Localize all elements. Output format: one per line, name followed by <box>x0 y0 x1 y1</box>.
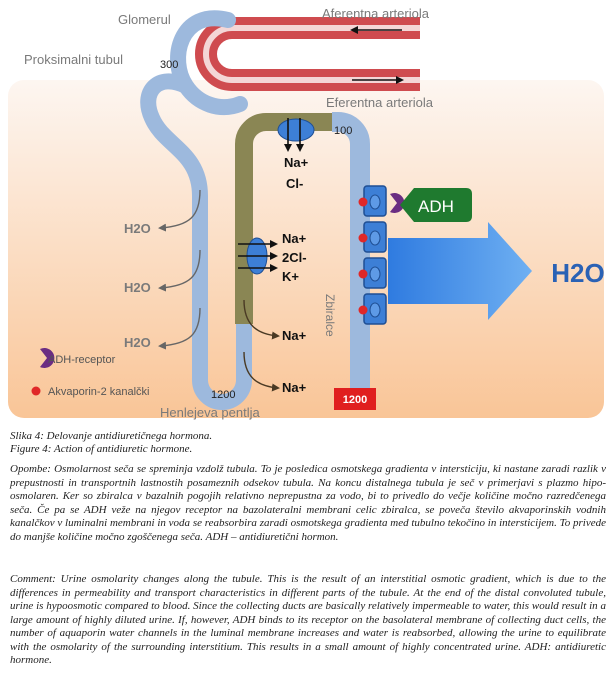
legend-aquaporin-icon <box>31 386 41 396</box>
note-english: Comment: Urine osmolarity changes along … <box>10 573 606 666</box>
water-reabsorption-arrow <box>388 222 532 320</box>
henlejeva-pentlja-label: Henlejeva pentlja <box>160 405 261 420</box>
aquaporin-dot <box>358 305 368 315</box>
h2o-label: H2O <box>124 280 151 295</box>
legend-aquaporin-label: Akvaporin-2 kanalčki <box>48 386 150 398</box>
aquaporin-pore <box>369 266 381 282</box>
arteriole <box>195 17 420 91</box>
osmolarity-box <box>334 388 376 410</box>
adh-receptor-icon <box>390 192 405 213</box>
figure-caption-si: Slika 4: Delovanje antidiuretičnega horm… <box>10 430 213 442</box>
osm-300-label: 300 <box>160 59 178 71</box>
eferentna-arteriola-label: Eferentna arteriola <box>326 95 434 110</box>
nacl-transporter-icon <box>277 118 315 142</box>
sodium-arrow <box>243 351 280 392</box>
legend-adh-receptor-label: ADH-receptor <box>48 354 116 366</box>
water-arrow <box>158 189 201 232</box>
cl-top-label: Cl- <box>286 176 303 191</box>
2cl-mid-label: 2Cl- <box>282 250 307 265</box>
water-arrow <box>158 249 201 292</box>
note-slovenian: Opombe: Osmolarnost seča se spreminja vz… <box>10 463 606 543</box>
na-low-label: Na+ <box>282 380 307 395</box>
h2o-label: H2O <box>124 221 151 236</box>
proximal-tubule <box>140 73 252 410</box>
h2o-label: H2O <box>124 335 151 350</box>
interstitium-background <box>8 80 604 418</box>
thick-ascending-limb <box>235 113 334 324</box>
figure-caption-en: Figure 4: Action of antidiuretic hormone… <box>10 443 193 455</box>
aquaporin-dot <box>358 233 368 243</box>
osm-1200-loop-label: 1200 <box>211 389 235 401</box>
na-top-label: Na+ <box>284 155 309 170</box>
water-arrow <box>158 307 201 350</box>
proksimalni-tubul-label: Proksimalni tubul <box>24 52 123 67</box>
aquaporin-pore <box>369 230 381 246</box>
glomerul-label: Glomerul <box>118 12 171 27</box>
k-mid-label: K+ <box>282 269 299 284</box>
sodium-arrow <box>243 299 280 340</box>
aferentna-arteriola-label: Aferentna arteriola <box>322 6 430 21</box>
nephron-diagram: ADH H2O 1200 Glomerul Proksimalni tubul … <box>8 6 605 420</box>
na-mid-label: Na+ <box>282 231 307 246</box>
aquaporin-pore <box>369 194 381 210</box>
osm-1200-duct: 1200 <box>343 394 367 406</box>
h2o-big-label: H2O <box>551 258 604 288</box>
aquaporin-dot <box>358 269 368 279</box>
na-low-label: Na+ <box>282 328 307 343</box>
zbiralce-label: Zbiralce <box>323 294 337 337</box>
adh-label: ADH <box>418 197 454 216</box>
legend-adh-receptor-icon <box>40 348 55 368</box>
osm-100-label: 100 <box>334 125 352 137</box>
adh-tag <box>400 188 472 222</box>
collecting-duct <box>332 112 370 400</box>
aquaporin-pore <box>369 302 381 318</box>
duct-cells <box>358 185 387 325</box>
aquaporin-dot <box>358 197 368 207</box>
